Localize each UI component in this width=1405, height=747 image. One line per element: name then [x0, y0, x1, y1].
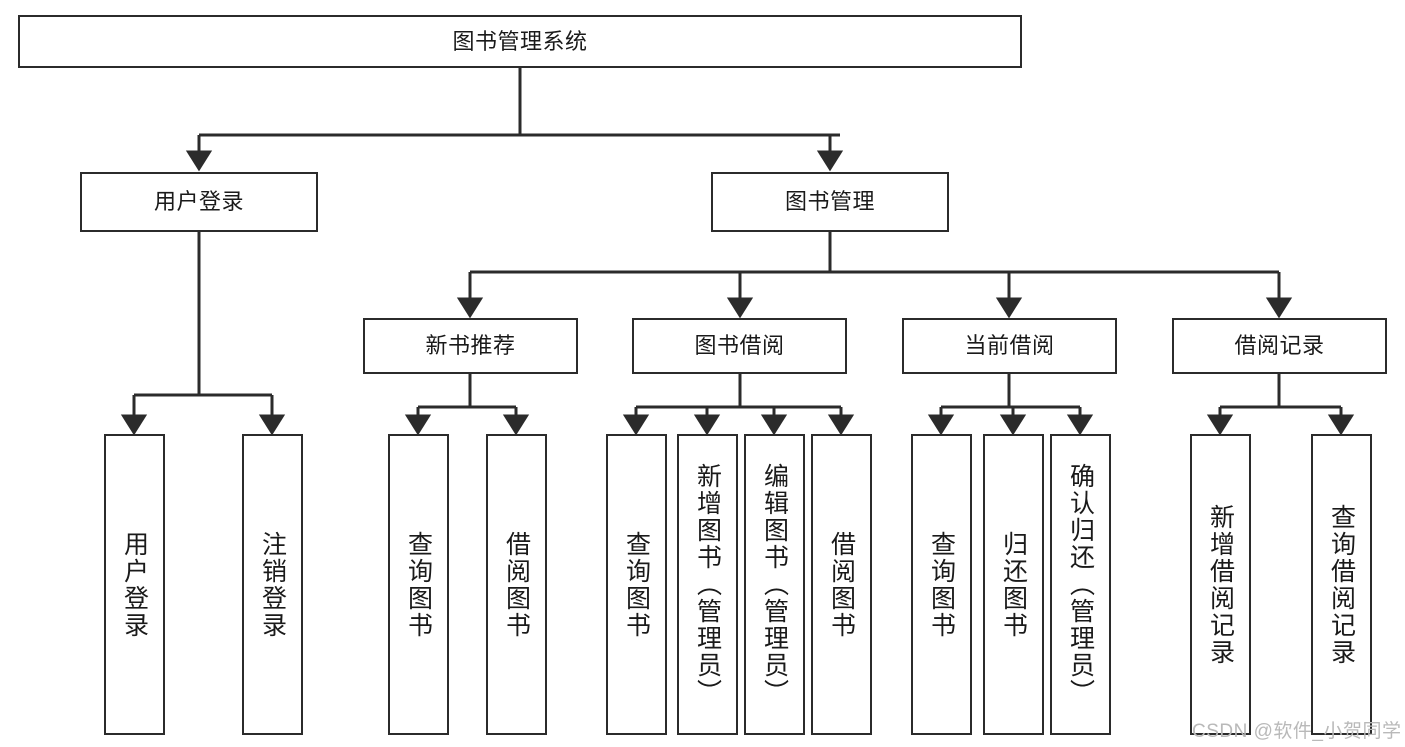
node-leaf-query-borrow-record[interactable]: 查询借阅记录 — [1311, 434, 1372, 735]
node-leaf-query-book-rec-label: 查询图书 — [404, 530, 433, 639]
node-root[interactable]: 图书管理系统 — [18, 15, 1022, 68]
csdn-watermark: CSDN @软件_小贺同学 — [1192, 721, 1402, 742]
node-leaf-return-book[interactable]: 归还图书 — [983, 434, 1044, 735]
node-leaf-edit-book-admin[interactable]: 编辑图书（管理员） — [744, 434, 805, 735]
node-new-book-rec-label: 新书推荐 — [425, 333, 516, 359]
node-leaf-query-borrow-record-label: 查询借阅记录 — [1327, 503, 1356, 666]
node-leaf-borrow-book-rec-label: 借阅图书 — [502, 530, 531, 639]
node-leaf-add-book-admin-label: 新增图书（管理员） — [693, 463, 722, 706]
node-leaf-confirm-return-admin-label: 确认归还（管理员） — [1066, 463, 1095, 706]
node-leaf-borrow-book-label: 借阅图书 — [827, 530, 856, 639]
node-leaf-query-book-borrow[interactable]: 查询图书 — [606, 434, 667, 735]
node-leaf-user-login[interactable]: 用户登录 — [104, 434, 165, 735]
node-book-borrow[interactable]: 图书借阅 — [632, 318, 847, 374]
node-user-login[interactable]: 用户登录 — [80, 172, 318, 232]
node-leaf-return-book-label: 归还图书 — [999, 530, 1028, 639]
node-root-label: 图书管理系统 — [452, 28, 588, 54]
node-leaf-query-book-borrow-label: 查询图书 — [622, 530, 651, 639]
node-leaf-borrow-book-rec[interactable]: 借阅图书 — [486, 434, 547, 735]
node-book-borrow-label: 图书借阅 — [694, 333, 785, 359]
node-current-borrow-label: 当前借阅 — [964, 333, 1055, 359]
node-user-login-label: 用户登录 — [153, 189, 244, 215]
node-leaf-query-book-rec[interactable]: 查询图书 — [388, 434, 449, 735]
node-book-manage-label: 图书管理 — [784, 189, 875, 215]
node-leaf-edit-book-admin-label: 编辑图书（管理员） — [760, 463, 789, 706]
node-leaf-add-book-admin[interactable]: 新增图书（管理员） — [677, 434, 738, 735]
node-leaf-add-borrow-record-label: 新增借阅记录 — [1206, 503, 1235, 666]
node-leaf-borrow-book[interactable]: 借阅图书 — [811, 434, 872, 735]
node-leaf-query-book-current-label: 查询图书 — [927, 530, 956, 639]
node-borrow-record-label: 借阅记录 — [1234, 333, 1325, 359]
node-leaf-query-book-current[interactable]: 查询图书 — [911, 434, 972, 735]
node-leaf-confirm-return-admin[interactable]: 确认归还（管理员） — [1050, 434, 1111, 735]
node-current-borrow[interactable]: 当前借阅 — [902, 318, 1117, 374]
node-book-manage[interactable]: 图书管理 — [711, 172, 949, 232]
node-leaf-user-logout-label: 注销登录 — [258, 530, 287, 639]
node-leaf-user-login-label: 用户登录 — [120, 530, 149, 639]
node-leaf-user-logout[interactable]: 注销登录 — [242, 434, 303, 735]
node-leaf-add-borrow-record[interactable]: 新增借阅记录 — [1190, 434, 1251, 735]
node-borrow-record[interactable]: 借阅记录 — [1172, 318, 1387, 374]
node-new-book-rec[interactable]: 新书推荐 — [363, 318, 578, 374]
